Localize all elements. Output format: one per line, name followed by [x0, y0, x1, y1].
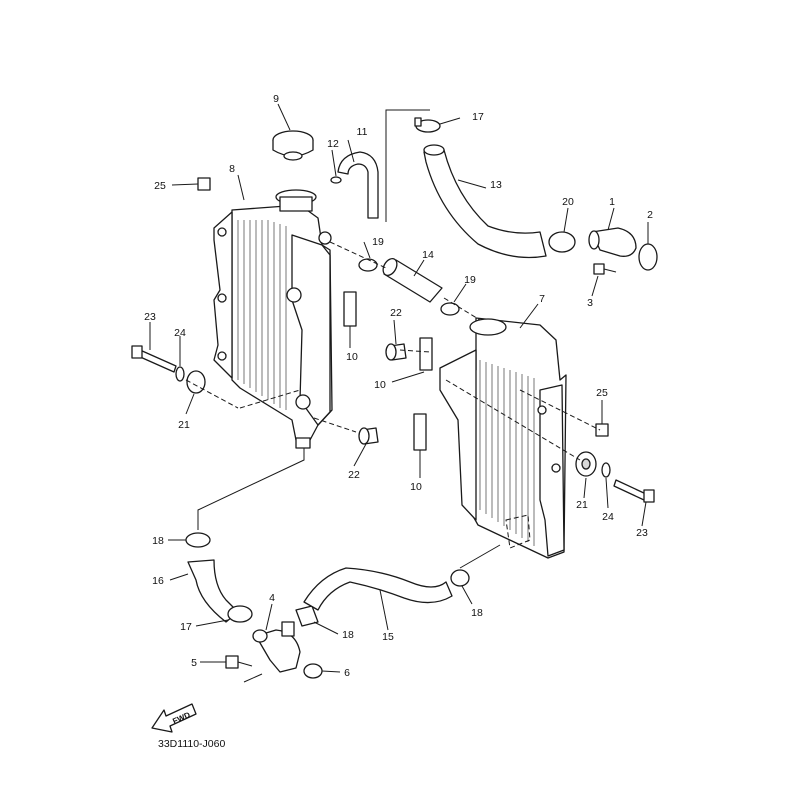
o-ring-6: [303, 663, 323, 679]
callout-2: 2: [647, 209, 653, 221]
rubber-dampers-10: [343, 291, 433, 451]
callout-10-b: 10: [374, 379, 386, 391]
left-radiator-core: [237, 220, 287, 410]
callout-9: 9: [273, 93, 279, 105]
callout-10-a: 10: [346, 351, 358, 363]
callout-23-left: 23: [144, 311, 156, 323]
callout-15: 15: [382, 631, 394, 643]
callout-1: 1: [609, 196, 615, 208]
callout-23-right: 23: [636, 527, 648, 539]
callout-22-bottom: 22: [348, 469, 360, 481]
callout-22-top: 22: [390, 307, 402, 319]
lower-hose-15: [303, 567, 453, 611]
callout-12: 12: [327, 138, 339, 150]
callout-20: 20: [562, 196, 574, 208]
callout-7: 7: [539, 293, 545, 305]
callout-16: 16: [152, 575, 164, 587]
callout-19-left: 19: [372, 236, 384, 248]
callout-18-right: 18: [471, 607, 483, 619]
callout-24-left: 24: [174, 327, 186, 339]
collars-22: [358, 343, 407, 445]
callout-21-left: 21: [178, 419, 190, 431]
callout-21-right: 21: [576, 499, 588, 511]
callout-24-right: 24: [602, 511, 614, 523]
hose-clamp-17-top: [414, 117, 441, 133]
callout-18-middle: 18: [342, 629, 354, 641]
callout-8: 8: [229, 163, 235, 175]
leader-lines: [149, 103, 649, 673]
bolt-5: [225, 655, 253, 669]
hose-clamp-20: [548, 231, 576, 253]
o-ring-2: [638, 243, 658, 271]
callout-14: 14: [422, 249, 434, 261]
callout-4: 4: [269, 592, 275, 604]
washers-24: [175, 366, 611, 478]
callout-3: 3: [587, 297, 593, 309]
callout-6: 6: [344, 667, 350, 679]
callout-labels: 1 2 3 4 5 6 7 8 9 10 10 10 11 12 13 14 1…: [144, 93, 653, 679]
bolts-23: [131, 345, 655, 503]
callout-17-bottom: 17: [180, 621, 192, 633]
water-pipe-4: [252, 621, 301, 673]
connecting-pipe-14: [382, 257, 443, 303]
routing-lines: [185, 109, 601, 683]
hose-clamp-12: [330, 176, 342, 184]
bolt-3: [593, 263, 617, 275]
callout-25-right: 25: [596, 387, 608, 399]
fwd-arrow-icon: FWD: [151, 703, 197, 733]
catalog-code: 33D1110-J060: [158, 738, 225, 750]
callout-25-left: 25: [154, 180, 166, 192]
water-pipe-1: [588, 227, 637, 257]
callout-10-c: 10: [410, 481, 422, 493]
callout-19-right: 19: [464, 274, 476, 286]
hose-clamps-18: [185, 532, 470, 627]
right-radiator-core: [479, 360, 535, 546]
hose-clamps-19: [358, 258, 460, 316]
callout-18-left: 18: [152, 535, 164, 547]
left-radiator: [213, 189, 333, 449]
callout-17-top: 17: [472, 111, 484, 123]
radiator-cap: [272, 130, 314, 161]
hose-clamp-17-bottom: [227, 605, 253, 623]
callout-11: 11: [357, 126, 368, 138]
right-radiator: [439, 317, 567, 559]
callout-13: 13: [490, 179, 502, 191]
callout-5: 5: [191, 657, 197, 669]
overflow-hose: [337, 151, 379, 219]
upper-hose: [423, 144, 547, 259]
